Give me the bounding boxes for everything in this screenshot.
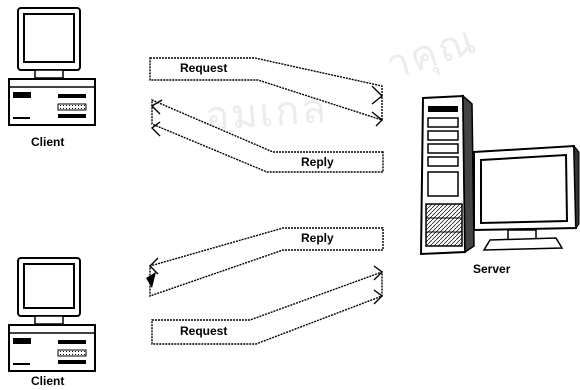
top-reply-label: Reply [301,155,334,169]
bottom-reply-label: Reply [301,231,334,245]
top-request-label: Request [180,61,227,75]
top-reply-arrow [152,100,383,172]
server-computer-icon [421,96,579,254]
bottom-client-label: Client [31,374,64,388]
top-client-computer-icon [9,8,95,125]
bottom-client-computer-icon [9,258,95,371]
bottom-request-label: Request [180,324,227,338]
top-client-label: Client [31,135,64,149]
server-label: Server [473,262,510,276]
